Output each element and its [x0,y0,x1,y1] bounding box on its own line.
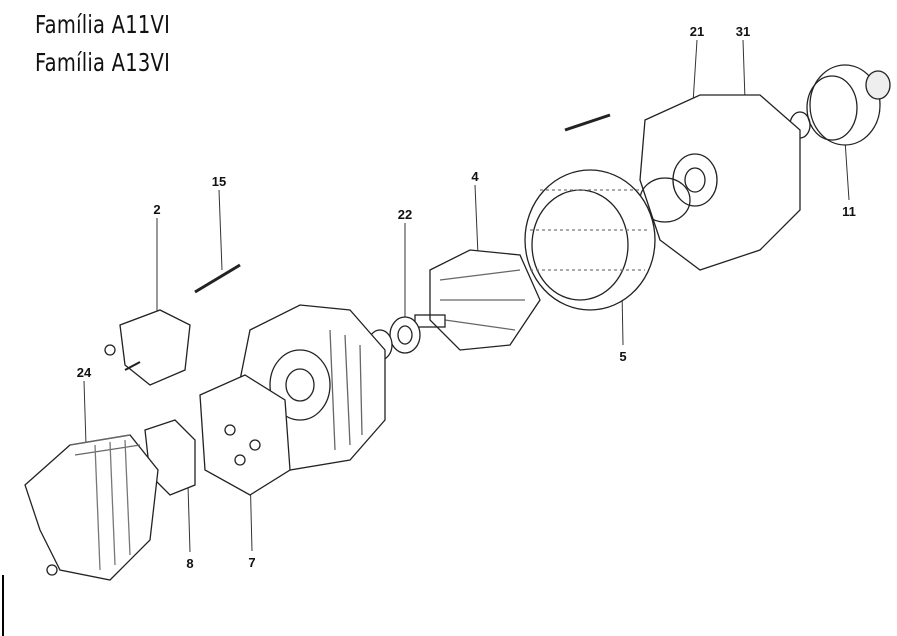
part-label-7: 7 [248,555,256,570]
part-label-31: 31 [735,24,751,39]
part-label-24: 24 [76,365,92,380]
part-label-11: 11 [842,204,856,219]
diagram-title-a13vi: Família A13VI [35,48,171,77]
diagram-title-a11vi: Família A11VI [35,10,171,39]
pulley-part-11 [789,64,891,146]
part-label-5: 5 [619,349,627,364]
part-label-22: 22 [397,207,413,222]
drive-end-housing-part-21 [564,94,801,271]
part-label-15: 15 [211,174,227,189]
part-label-8: 8 [186,556,194,571]
part-label-2: 2 [153,202,161,217]
rotor-part-4 [414,249,541,351]
regulator-part-2 [104,309,191,386]
part-label-21: 21 [689,24,705,39]
cover-part-24 [24,434,159,581]
stator-part-5 [524,169,656,311]
part-label-4: 4 [471,169,479,184]
rectifier-part-7 [199,374,291,496]
page-edge-line [2,575,4,636]
bolt-part-15 [194,263,241,294]
